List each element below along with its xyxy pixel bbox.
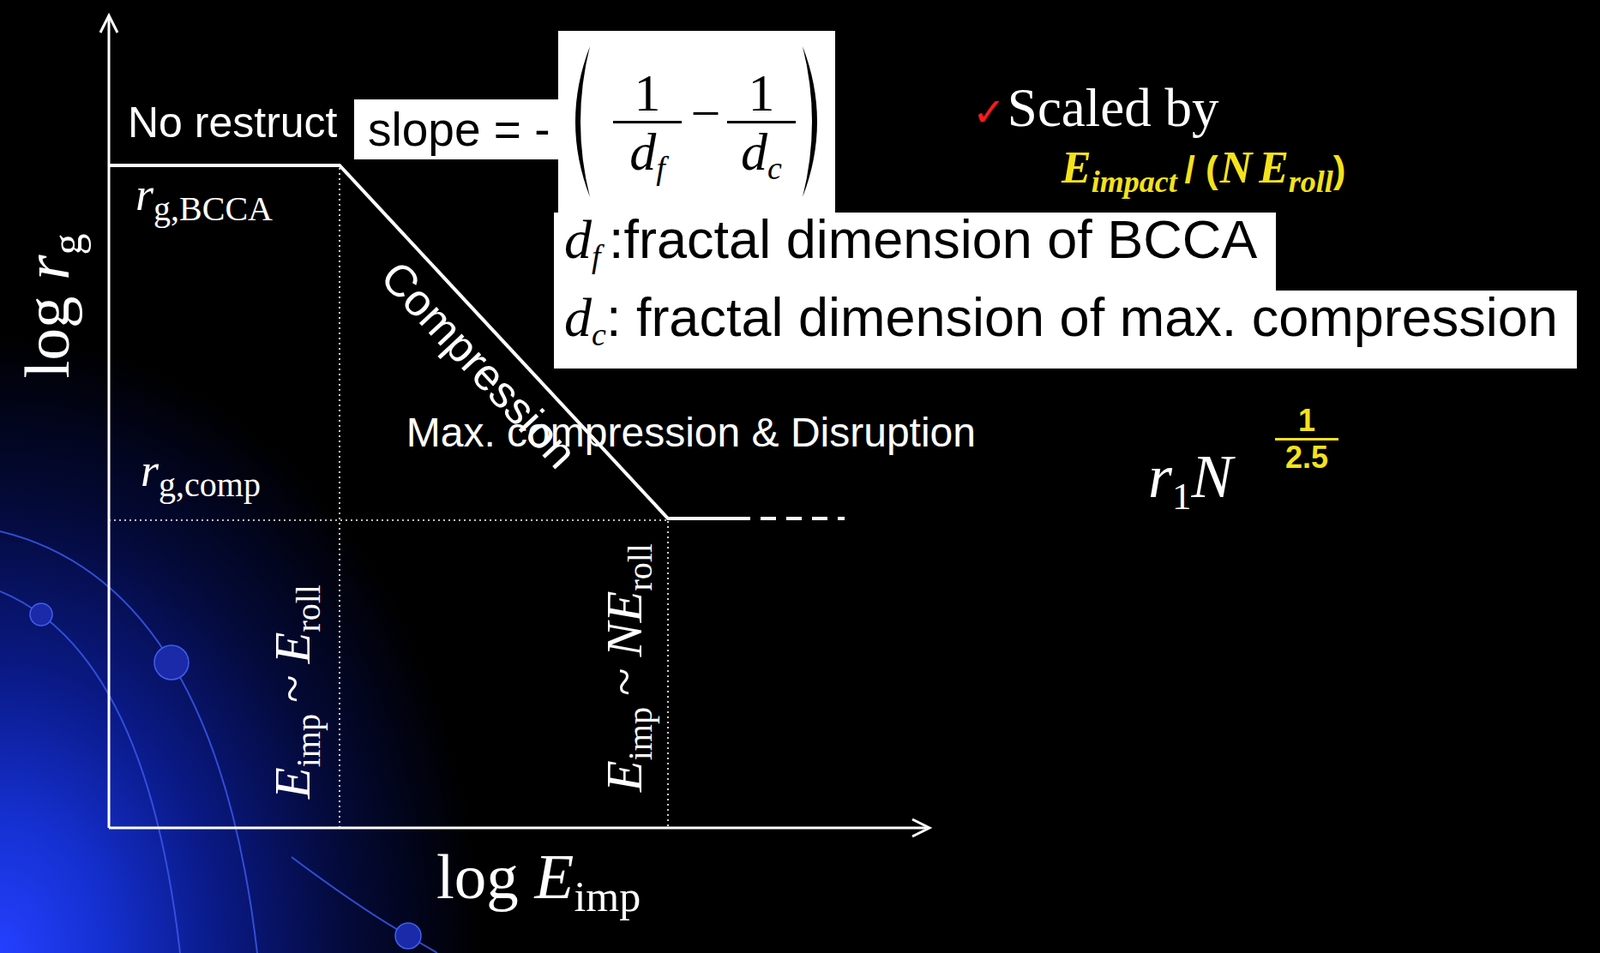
energy-label: Eimp ~ Eroll <box>263 584 329 800</box>
label-text: E <box>264 632 321 665</box>
scaling-formula: r1N <box>1148 441 1234 519</box>
label-text: ~ <box>264 674 321 703</box>
dotted-guide <box>108 519 668 522</box>
radius-label: rg,BCCA <box>135 168 273 229</box>
label-text: 2.5 <box>1285 439 1329 476</box>
label-text: 1 <box>1172 475 1192 518</box>
definition-text: :fractal dimension of BCCA <box>608 209 1258 270</box>
numerator: 1 <box>1298 405 1316 437</box>
formula-text: d <box>629 122 656 181</box>
label-text: E <box>1061 143 1092 193</box>
definition-text: : fractal dimension of max. compression <box>606 287 1558 348</box>
label-text: log <box>436 841 519 913</box>
radius-label: rg,comp <box>140 444 261 506</box>
formula-text: d <box>740 122 768 181</box>
energy-label: Eimp ~ NEroll <box>595 543 661 793</box>
guide-lines <box>108 168 668 829</box>
y-axis <box>108 17 111 829</box>
label-text: roll <box>288 584 328 633</box>
label-text: N <box>1191 442 1234 512</box>
label-text: g,comp <box>158 465 261 505</box>
symbol-text: d <box>564 287 592 349</box>
background-dots <box>30 603 422 950</box>
label-text: roll <box>1288 164 1334 199</box>
definition-box: dc: fractal dimension of max. compressio… <box>553 290 1577 369</box>
denominator: dc <box>740 125 782 185</box>
scaling-formula: Eimpact/ (NEroll) <box>1061 142 1346 200</box>
axis-arrowhead <box>912 819 930 837</box>
symbol-text: c <box>591 316 607 353</box>
box-fill <box>354 30 836 213</box>
regime-label: Max. compression & Disruption <box>403 408 976 458</box>
label-text: g <box>42 234 91 256</box>
regime-label: No restruct <box>127 98 338 149</box>
dotted-guide <box>338 168 341 829</box>
numerator: 1 <box>634 66 662 120</box>
label-text: g,BCCA <box>153 189 273 229</box>
parenthesis <box>575 46 590 198</box>
label-text: N <box>1220 143 1253 193</box>
formula-box: slope = -1df−1dc <box>354 30 836 213</box>
label-text: r <box>1148 442 1173 512</box>
denominator: 2.5 <box>1285 442 1329 474</box>
formula-text: 1 <box>634 63 662 122</box>
label-text: E <box>1258 143 1289 193</box>
axis-title: logEimp <box>436 840 641 923</box>
symbol-text: d <box>564 209 592 271</box>
label-text: r <box>135 168 154 221</box>
label-text: r <box>11 255 83 281</box>
label-text: impact <box>1091 164 1178 199</box>
definition-box: df:fractal dimension of BCCA <box>553 212 1276 291</box>
formula-text: slope = - <box>367 99 550 160</box>
axis-title: log rg <box>10 234 93 379</box>
label-text: ) <box>1333 148 1347 191</box>
denominator: df <box>629 125 666 185</box>
formula-fraction: 1dc <box>727 66 796 185</box>
label-text: NE <box>595 591 653 658</box>
label-text: imp <box>573 872 641 921</box>
background-swirl <box>0 531 438 953</box>
label-text: r <box>140 445 159 497</box>
dashed-extension <box>734 517 845 521</box>
label-text: ~ <box>595 667 653 696</box>
swirl-arc <box>0 591 181 953</box>
label-text: roll <box>620 543 660 592</box>
swirl-dot <box>395 923 422 950</box>
swirl-dot <box>154 645 189 680</box>
label-text: 1 <box>1298 403 1316 439</box>
label-text: E <box>535 841 575 913</box>
numerator: 1 <box>748 66 776 120</box>
symbol-text: f <box>591 238 602 275</box>
label-text: Scaled by <box>1007 78 1220 139</box>
label-text: Max. compression & Disruption <box>406 409 976 456</box>
swirl-arc <box>291 857 438 953</box>
label-text: / ( <box>1184 148 1218 191</box>
label-text: log <box>11 296 83 379</box>
label-text: imp <box>620 707 660 761</box>
label-text: ✓ <box>972 89 1006 136</box>
formula-text: − <box>691 86 722 140</box>
swirl-arc <box>0 531 258 953</box>
label-text: imp <box>288 714 328 768</box>
axis-arrowhead <box>100 15 118 33</box>
formula-text: 1 <box>748 63 776 122</box>
exponent-fraction: 12.5 <box>1275 405 1339 474</box>
x-axis <box>108 827 928 831</box>
parenthesis <box>802 46 818 198</box>
note: ✓Scaled by <box>972 77 1220 139</box>
label-text: E <box>264 767 321 800</box>
formula-text: f <box>655 150 666 187</box>
swirl-dot <box>30 603 53 626</box>
dotted-guide <box>667 521 669 829</box>
label-text: No restruct <box>127 98 338 147</box>
label-text: E <box>595 760 653 793</box>
formula-fraction: 1df <box>613 66 682 185</box>
formula-text: c <box>767 150 782 187</box>
